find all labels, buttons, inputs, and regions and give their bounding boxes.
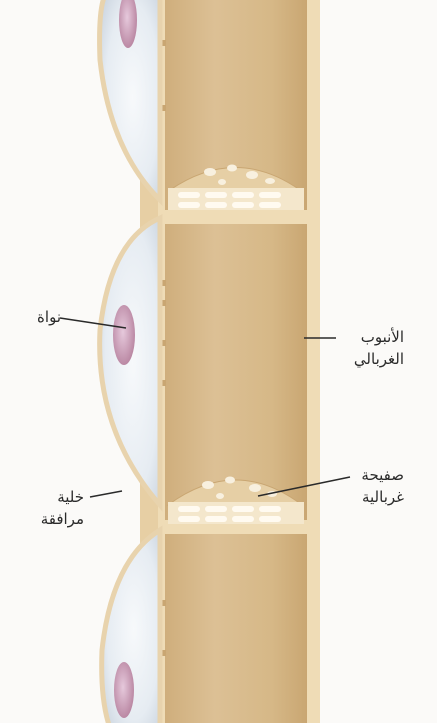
companion-cell-top (100, 0, 160, 200)
companion-cell-bottom (102, 530, 160, 723)
companion-cell-middle (100, 218, 160, 505)
companion-cell-label: خلية مرافقة (41, 486, 84, 530)
sieve-tube (158, 0, 320, 723)
sieve-tube-label: الأنبوب الغربالي (354, 326, 404, 370)
sieve-plate-label: صفيحة غربالية (361, 464, 404, 508)
companion-cell-leader (90, 491, 122, 497)
nucleus-label: نواة (37, 306, 61, 328)
